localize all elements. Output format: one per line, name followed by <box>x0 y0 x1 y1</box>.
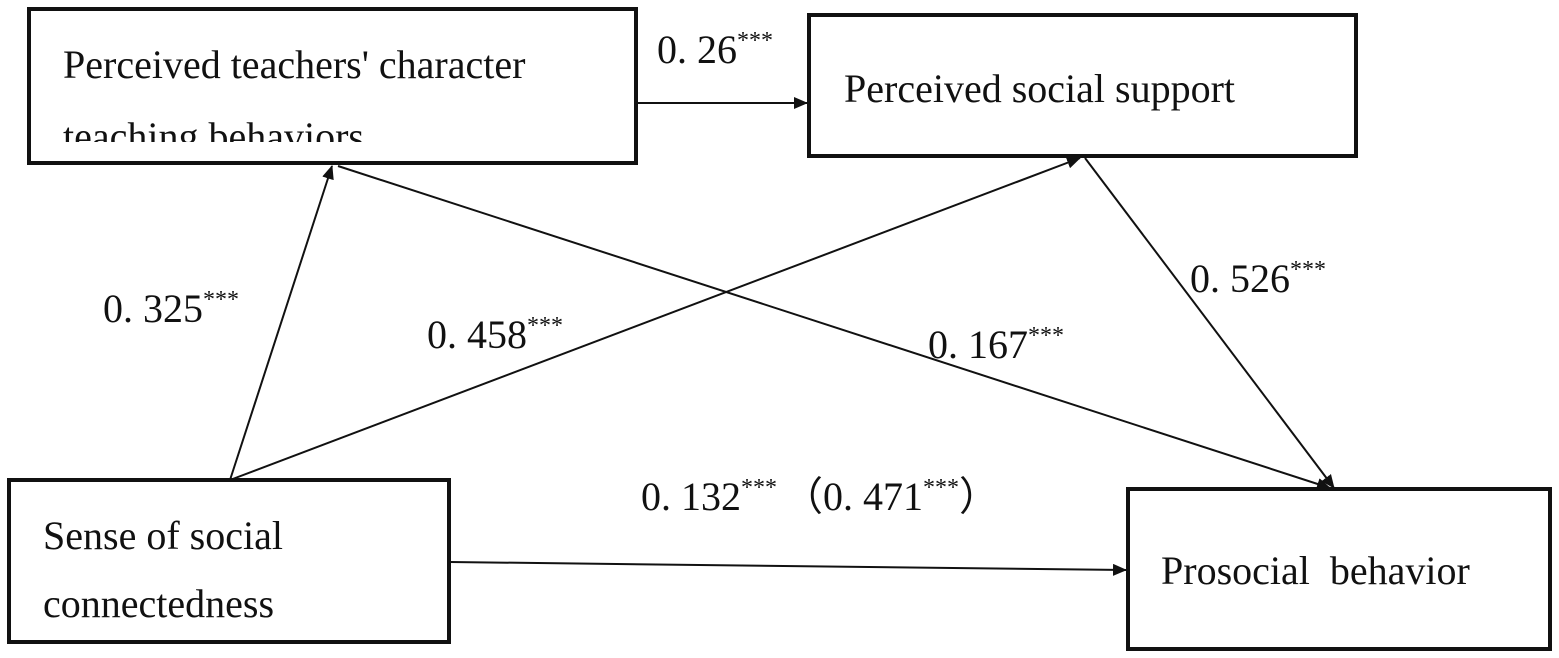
node-support-box <box>807 13 1358 158</box>
coef-connectedness-to-prosocial: 0. 132***（0. 471***） <box>641 474 999 519</box>
edge-connectedness-to-teachers <box>229 165 334 481</box>
edge-support-to-prosocial <box>1084 157 1335 489</box>
node-teachers-character-teaching: Perceived teachers' character teaching b… <box>27 7 638 165</box>
node-teachers-label-line1: Perceived teachers' character <box>63 42 525 87</box>
node-prosocial-box <box>1126 487 1552 651</box>
node-teachers-box <box>27 7 638 165</box>
node-connectedness-label-line2: connectedness <box>43 581 274 626</box>
node-prosocial-label: Prosocial behavior <box>1161 548 1470 593</box>
coef-support-to-prosocial: 0. 526*** <box>1190 256 1326 301</box>
edge-connectedness-to-prosocial <box>449 561 1127 576</box>
coef-teachers-to-prosocial: 0. 167*** <box>928 322 1064 367</box>
edge-connectedness-to-support <box>229 156 1081 481</box>
edge-teachers-to-prosocial <box>337 165 1331 490</box>
coef-connectedness-to-teachers: 0. 325*** <box>103 286 239 331</box>
coef-teachers-to-support: 0. 26*** <box>657 27 773 72</box>
node-prosocial-behavior: Prosocial behavior <box>1126 487 1552 651</box>
coef-connectedness-to-support: 0. 458*** <box>427 312 563 357</box>
node-perceived-social-support: Perceived social support <box>807 13 1358 158</box>
node-social-connectedness: Sense of social connectedness <box>7 478 451 644</box>
node-teachers-label-line2: teaching behaviors <box>63 114 364 159</box>
node-support-label: Perceived social support <box>844 66 1235 111</box>
node-connectedness-label-line1: Sense of social <box>43 513 283 558</box>
node-connectedness-box <box>7 478 451 644</box>
